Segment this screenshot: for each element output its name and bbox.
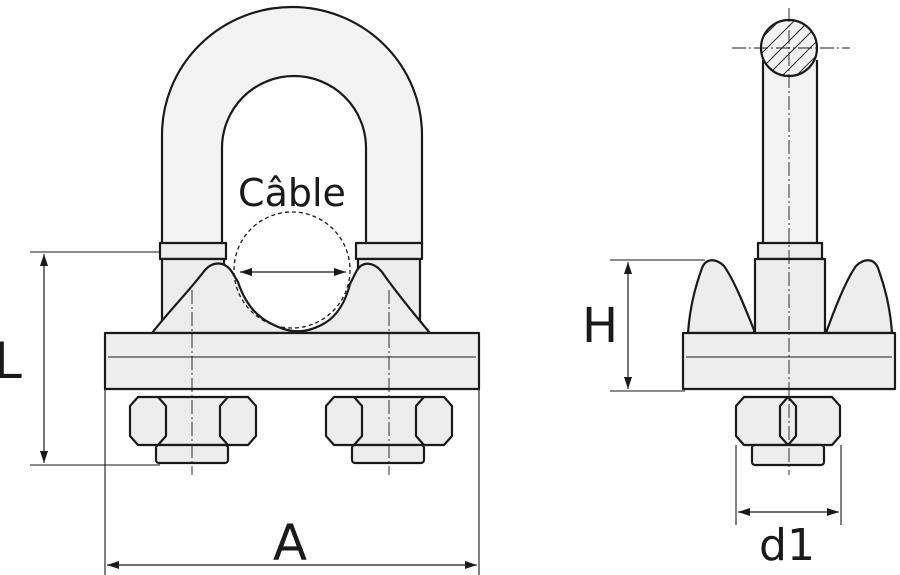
- label-L: L: [0, 332, 22, 390]
- cable-outline: [233, 211, 351, 329]
- saddle: [103, 262, 481, 391]
- nut-right: [324, 395, 454, 465]
- nut-side: [734, 395, 842, 467]
- front-view: [30, 5, 481, 575]
- cable-label: Câble: [238, 171, 346, 215]
- side-view: [610, 8, 897, 525]
- dimension-H: [610, 259, 705, 392]
- label-d1: d1: [759, 520, 815, 571]
- dimension-d1: [735, 445, 842, 525]
- dimension-L: [30, 251, 160, 466]
- label-A: A: [273, 514, 307, 572]
- nut-left: [128, 395, 258, 465]
- bolt-rod: [753, 18, 827, 336]
- label-H: H: [582, 298, 618, 354]
- dimension-A: [104, 389, 480, 575]
